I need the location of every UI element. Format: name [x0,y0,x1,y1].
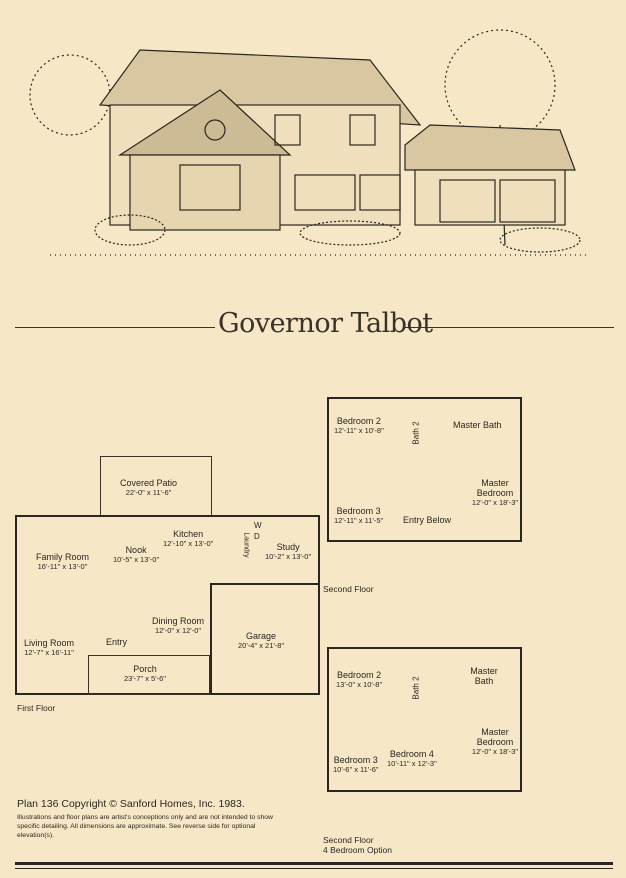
plan-title: Governor Talbot [218,308,433,339]
footer-rule [15,862,613,865]
room-bath-2: Bath 2 [411,421,421,445]
second-floor-option-outline [327,647,522,792]
covered-patio-outline [100,456,212,516]
house-elevation-illustration [29,29,590,256]
footer-rule-thin [15,868,613,869]
room-master-bath: Master Bath [453,420,502,430]
title-rule-right [404,327,614,328]
room-laundry: Laundry [242,532,250,558]
title-rule-left [15,327,215,328]
second-floor-caption: Second Floor [323,584,374,594]
room-option-bath-2: Bath 2 [411,676,421,700]
copyright-text: Plan 136 Copyright © Sanford Homes, Inc.… [17,798,245,810]
garage-wall [210,583,320,695]
disclaimer-text: Illustrations and floor plans are artist… [17,814,273,839]
room-option-master-bath: Master Bath [470,666,498,686]
second-floor-outline [327,397,522,542]
porch-outline [88,655,210,695]
room-dryer: D [254,532,260,541]
room-washer: W [254,521,262,530]
second-floor-option-caption: Second Floor 4 Bedroom Option [323,835,392,855]
room-entry: Entry [106,637,128,647]
first-floor-caption: First Floor [17,703,56,713]
room-entry-below: Entry Below [403,515,452,525]
